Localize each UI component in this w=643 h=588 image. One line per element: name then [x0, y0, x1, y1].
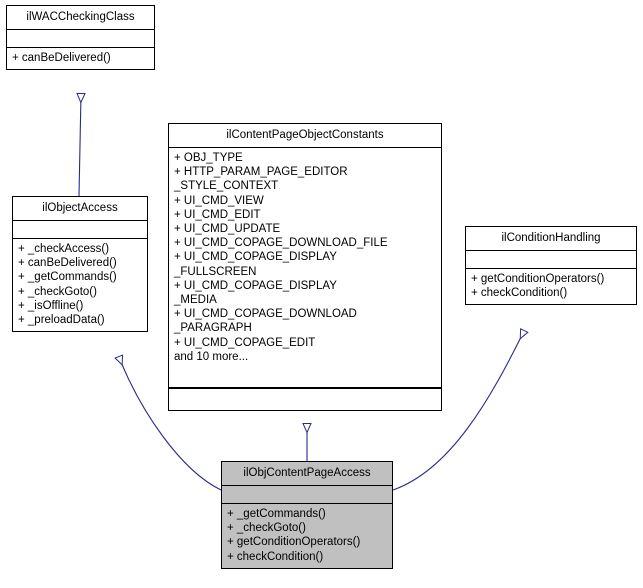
class-attributes-ilobjcontentpageaccess [222, 486, 392, 504]
member-line: + getConditionOperators() [471, 273, 605, 285]
class-name-ilconditionhandling: ilConditionHandling [466, 227, 636, 251]
member-line: + _preloadData() [18, 314, 105, 327]
member-line: + _checkAccess() [18, 243, 110, 255]
class-operations-ilconditionhandling: + getConditionOperators() + checkConditi… [466, 269, 636, 304]
class-node-ilwaccheckingclass[interactable]: ilWACCheckingClass + canBeDelivered() [6, 5, 155, 71]
member-line: + _getCommands() [18, 271, 117, 284]
member-line: and 10 more... [174, 350, 249, 363]
class-attributes-ilwaccheckingclass [7, 30, 154, 48]
member-line: + _isOffline() [18, 299, 84, 312]
member-line: + OBJ_TYPE [174, 152, 243, 164]
member-line: + UI_CMD_VIEW [174, 194, 264, 207]
member-line: + getConditionOperators() [227, 536, 361, 549]
class-attributes-ilcontentpageobjectconstants: + OBJ_TYPE + HTTP_PARAM_PAGE_EDITOR _STY… [169, 148, 441, 388]
class-name-ilcontentpageobjectconstants: ilContentPageObjectConstants [169, 124, 441, 148]
member-line: + canBeDelivered() [18, 257, 117, 270]
member-line: + _getCommands() [227, 508, 326, 520]
class-node-ilobjectaccess[interactable]: ilObjectAccess + _checkAccess() + canBeD… [12, 196, 148, 333]
class-operations-ilwaccheckingclass: + canBeDelivered() [7, 48, 154, 69]
member-line: _FULLSCREEN [174, 265, 257, 278]
class-node-ilcontentpageobjectconstants[interactable]: ilContentPageObjectConstants + OBJ_TYPE … [168, 123, 442, 411]
class-name-ilobjectaccess: ilObjectAccess [13, 197, 147, 221]
member-line: _MEDIA [174, 294, 217, 307]
member-line: _PARAGRAPH [174, 322, 252, 335]
member-line: + checkCondition() [471, 287, 568, 300]
member-line: + UI_CMD_UPDATE [174, 223, 281, 236]
member-line: + UI_CMD_COPAGE_DOWNLOAD_FILE [174, 237, 388, 250]
edge-ilobjectaccess-to-ilwaccheckingclass [79, 94, 81, 197]
member-line: + checkCondition() [227, 550, 324, 563]
class-name-ilwaccheckingclass: ilWACCheckingClass [7, 6, 154, 30]
class-attributes-ilconditionhandling [466, 251, 636, 269]
member-line: + UI_CMD_COPAGE_DOWNLOAD [174, 308, 357, 321]
member-line: + canBeDelivered() [12, 52, 111, 64]
member-line: + _checkGoto() [227, 522, 306, 535]
member-line: + HTTP_PARAM_PAGE_EDITOR [174, 166, 348, 179]
class-attributes-ilobjectaccess [13, 221, 147, 239]
class-operations-ilcontentpageobjectconstants [169, 388, 441, 410]
member-line: + _checkGoto() [18, 285, 97, 298]
class-name-ilobjcontentpageaccess: ilObjContentPageAccess [222, 462, 392, 486]
member-line: + UI_CMD_EDIT [174, 208, 261, 221]
class-operations-ilobjectaccess: + _checkAccess() + canBeDelivered() + _g… [13, 239, 147, 331]
class-node-ilobjcontentpageaccess[interactable]: ilObjContentPageAccess + _getCommands() … [221, 461, 393, 569]
member-line: + UI_CMD_COPAGE_DISPLAY [174, 251, 337, 264]
member-line: + UI_CMD_COPAGE_EDIT [174, 336, 316, 349]
class-operations-ilobjcontentpageaccess: + _getCommands() + _checkGoto() + getCon… [222, 504, 392, 568]
member-line: + UI_CMD_COPAGE_DISPLAY [174, 279, 337, 292]
member-line: _STYLE_CONTEXT [174, 180, 279, 193]
class-node-ilconditionhandling[interactable]: ilConditionHandling + getConditionOperat… [465, 226, 637, 306]
